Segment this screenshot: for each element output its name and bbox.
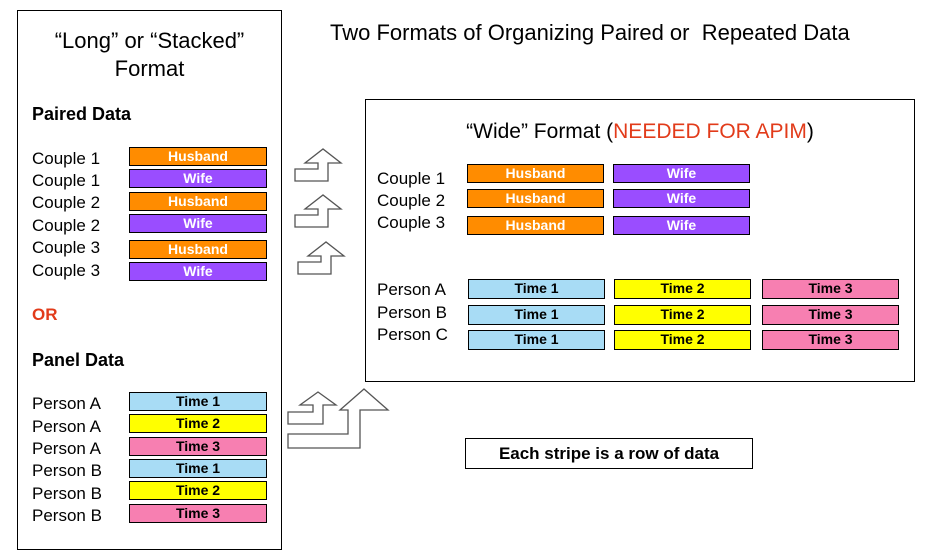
paired-data-heading: Paired Data	[32, 104, 132, 124]
panel-stripe-time3: Time 3	[129, 437, 267, 456]
wide-format-title-suffix: )	[806, 120, 814, 143]
paired-row-label: Couple 1	[32, 149, 101, 168]
or-separator: OR	[32, 305, 58, 324]
long-format-panel: “Long” or “Stacked” Format Paired Data C…	[17, 10, 282, 550]
panel-stripe-time2: Time 2	[129, 481, 267, 500]
paired-row-label: Couple 3	[32, 261, 101, 280]
wide-stripe-time3: Time 3	[762, 279, 899, 299]
long-format-title-line1: “Long” or “Stacked”	[54, 28, 245, 53]
main-title: Two Formats of Organizing Paired or Repe…	[330, 20, 850, 45]
long-format-title-line2: Format	[114, 56, 185, 81]
arrow-icon	[287, 388, 390, 449]
wide-stripe-time3: Time 3	[762, 330, 899, 350]
panel-row-label: Person A	[32, 394, 101, 413]
wide-format-title-accent: NEEDED FOR APIM	[613, 120, 807, 143]
arrow-icon	[297, 241, 346, 275]
wide-format-title: “Wide” Format (NEEDED FOR APIM)	[366, 118, 914, 146]
long-format-title: “Long” or “Stacked” Format	[18, 27, 281, 83]
wide-format-panel: “Wide” Format (NEEDED FOR APIM) Couple 1…	[365, 99, 915, 382]
panel-row-label: Person B	[32, 461, 102, 480]
panel-row-label: Person A	[32, 417, 101, 436]
paired-stripe-husband: Husband	[129, 240, 267, 259]
wide-person-label: Person A	[377, 280, 446, 299]
wide-person-label: Person B	[377, 303, 447, 322]
wide-stripe-wife: Wife	[613, 164, 750, 183]
wide-stripe-time2: Time 2	[614, 330, 751, 350]
wide-stripe-time1: Time 1	[468, 305, 605, 325]
wide-stripe-husband: Husband	[467, 164, 604, 183]
wide-stripe-husband: Husband	[467, 189, 604, 208]
panel-stripe-time2: Time 2	[129, 414, 267, 433]
paired-row-label: Couple 1	[32, 171, 101, 190]
paired-stripe-wife: Wife	[129, 169, 267, 188]
arrow-icon	[287, 391, 339, 425]
wide-stripe-time1: Time 1	[468, 279, 605, 299]
arrow-icon	[294, 148, 343, 182]
panel-row-label: Person A	[32, 439, 101, 458]
panel-stripe-time1: Time 1	[129, 459, 267, 478]
wide-format-title-prefix: “Wide” Format (	[466, 120, 614, 143]
wide-stripe-husband: Husband	[467, 216, 604, 235]
wide-stripe-time2: Time 2	[614, 305, 751, 325]
paired-row-label: Couple 2	[32, 216, 101, 235]
panel-data-heading: Panel Data	[32, 350, 125, 370]
wide-stripe-wife: Wife	[613, 189, 750, 208]
paired-row-label: Couple 2	[32, 193, 101, 212]
wide-stripe-time1: Time 1	[468, 330, 605, 350]
wide-person-label: Person C	[377, 325, 448, 344]
wide-couple-label: Couple 2	[377, 191, 446, 210]
panel-stripe-time3: Time 3	[129, 504, 267, 523]
stripe-callout: Each stripe is a row of data	[465, 438, 753, 469]
wide-couple-label: Couple 1	[377, 169, 446, 188]
wide-stripe-time3: Time 3	[762, 305, 899, 325]
wide-couple-label: Couple 3	[377, 213, 446, 232]
arrow-icon	[294, 194, 343, 228]
paired-stripe-husband: Husband	[129, 147, 267, 166]
paired-stripe-wife: Wife	[129, 214, 267, 233]
panel-row-label: Person B	[32, 506, 102, 525]
paired-stripe-wife: Wife	[129, 262, 267, 281]
wide-stripe-wife: Wife	[613, 216, 750, 235]
wide-stripe-time2: Time 2	[614, 279, 751, 299]
panel-row-label: Person B	[32, 484, 102, 503]
paired-stripe-husband: Husband	[129, 192, 267, 211]
panel-stripe-time1: Time 1	[129, 392, 267, 411]
paired-row-label: Couple 3	[32, 238, 101, 257]
